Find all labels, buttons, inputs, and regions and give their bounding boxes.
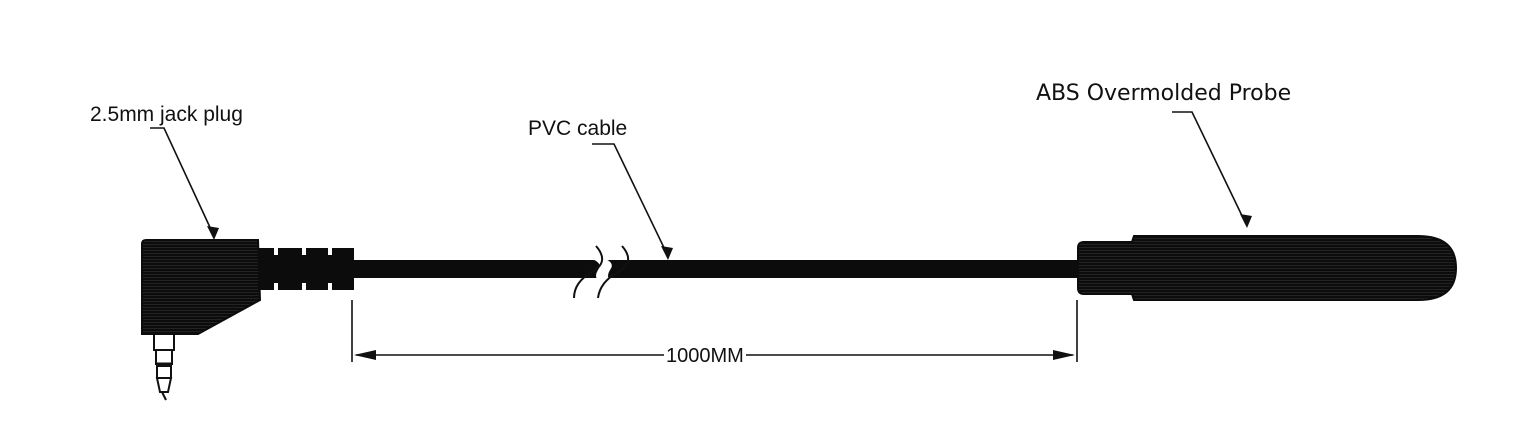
arrowheads bbox=[207, 214, 1252, 260]
abs-probe bbox=[1077, 235, 1458, 301]
dimension-arrows bbox=[354, 350, 1075, 360]
pvc-cable bbox=[350, 245, 1090, 299]
pvc-cable-label: PVC cable bbox=[528, 117, 628, 140]
jack-pin bbox=[153, 333, 175, 401]
length-dimension-label: 1000MM bbox=[664, 345, 746, 367]
jack-plug-body bbox=[141, 239, 262, 335]
probe-label: ABS Overmolded Probe bbox=[1036, 81, 1292, 106]
jack-plug-label: 2.5mm jack plug bbox=[90, 103, 243, 126]
leader-lines bbox=[150, 111, 1247, 257]
strain-relief bbox=[258, 248, 354, 290]
